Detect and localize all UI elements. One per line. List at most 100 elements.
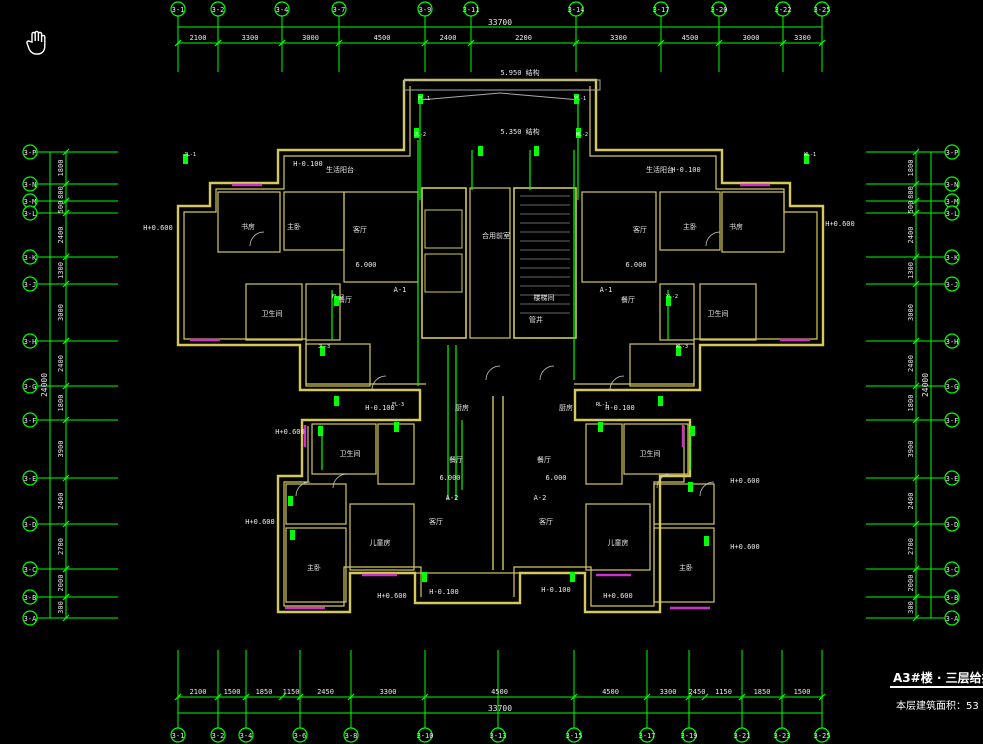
room-bath-ur <box>659 283 695 341</box>
room-master-ul <box>217 191 281 253</box>
bottom-dim-tick-8 <box>643 693 651 701</box>
left-dim-tick-11 <box>62 565 70 573</box>
pipe-label-9: WL-3 <box>676 344 688 350</box>
level-label-10: H+0.600 <box>377 592 407 600</box>
pipe-tag-marker-7 <box>534 146 539 156</box>
left-dim-tick-6 <box>62 337 70 345</box>
left-axis-column: 3-P3-N3-M3-L3-K3-J3-H3-G3-F3-E3-D3-C3-B3… <box>22 144 118 626</box>
bottom-dim-text-7: 4500 <box>602 688 619 696</box>
top-dim-tick-9 <box>779 39 787 47</box>
right-dim-text-1: 800 <box>907 186 915 199</box>
bottom-dim-tick-2 <box>242 693 250 701</box>
right-dim-tick-5 <box>912 280 920 288</box>
left-dim-tick-12 <box>62 593 70 601</box>
right-dim-text-4: 1300 <box>907 262 915 279</box>
pipe-tag-marker-8 <box>334 296 339 306</box>
room-bath-lr <box>653 483 715 525</box>
room-label-8: 厨房 <box>455 403 469 412</box>
top-dim-text-6: 3300 <box>610 34 627 42</box>
bottom-dim-tick-9 <box>685 693 693 701</box>
left-dim-tick-2 <box>62 197 70 205</box>
inner-wall-left-bot <box>283 426 422 607</box>
unit-tag-3: A-2 <box>534 494 547 502</box>
bottom-axis-12-label: 3-25 <box>814 732 831 740</box>
level-label-2: H-0.100 <box>293 160 323 168</box>
room-label-26: 管井 <box>529 315 543 324</box>
bottom-dim-text-6: 4500 <box>491 688 508 696</box>
elevator-car-1 <box>424 209 463 249</box>
pipe-tag-marker-19 <box>688 482 693 492</box>
bottom-axis-3-label: 3-6 <box>294 732 307 740</box>
room-child-lr <box>585 503 651 571</box>
level-label-9: H+0.600 <box>730 543 760 551</box>
top-axis-6-label: 3-14 <box>568 6 585 14</box>
room-label-16: 餐厅 <box>449 455 463 464</box>
door-arc-1 <box>705 231 721 247</box>
room-label-12: 卫生间 <box>340 449 361 458</box>
level-label-6: H+0.600 <box>275 428 305 436</box>
level-label-7: H+0.600 <box>730 477 760 485</box>
right-axis-7-label: 3-G <box>946 383 959 391</box>
right-axis-5-label: 3-J <box>946 281 959 289</box>
left-dim-text-10: 2700 <box>57 538 65 555</box>
room-label-3: 餐厅 <box>621 295 635 304</box>
left-dim-text-6: 2400 <box>57 355 65 372</box>
bottom-dim-tick-6 <box>421 693 429 701</box>
room-label-4: 书房 <box>241 222 255 231</box>
top-axis-2-label: 3-4 <box>276 6 289 14</box>
bottom-dim-tick-0 <box>174 693 182 701</box>
right-dim-tick-6 <box>912 337 920 345</box>
pipe-tag-marker-17 <box>690 426 695 436</box>
room-label-0: 客厅 <box>353 225 367 234</box>
room-kitchen-ul <box>245 283 303 341</box>
right-dim-text-7: 1800 <box>907 395 915 412</box>
left-dim-text-0: 1800 <box>57 160 65 177</box>
bottom-axis-5-label: 3-10 <box>417 732 434 740</box>
level-label-3: H-0.100 <box>671 166 701 174</box>
right-dim-text-6: 2400 <box>907 355 915 372</box>
room-bath2-ur <box>629 343 695 387</box>
left-dim-text-5: 3000 <box>57 304 65 321</box>
door-arc-6 <box>371 375 387 391</box>
right-dim-text-9: 2400 <box>907 493 915 510</box>
right-axis-column: 3-P3-N3-M3-L3-K3-J3-H3-G3-F3-E3-D3-C3-B3… <box>866 144 960 626</box>
bottom-axis-6-label: 3-13 <box>490 732 507 740</box>
left-dim-text-11: 2000 <box>57 575 65 592</box>
pipe-label-6: FL-2 <box>332 294 344 300</box>
left-dim-tick-13 <box>62 614 70 622</box>
room-bath-ll <box>285 483 347 525</box>
pipe-tag-marker-21 <box>704 536 709 546</box>
right-axis-2-label: 3-M <box>946 198 959 206</box>
room-child-ll <box>349 503 415 571</box>
unit-tag-0: A-1 <box>394 286 407 294</box>
bottom-dim-tick-5 <box>347 693 355 701</box>
pipe-tag-marker-23 <box>570 572 575 582</box>
left-dim-text-12: 300 <box>57 601 65 614</box>
left-axis-4-label: 3-K <box>24 254 37 262</box>
bottom-dim-tick-10 <box>701 693 709 701</box>
left-dim-text-8: 3900 <box>57 441 65 458</box>
right-axis-1-label: 3-N <box>946 181 959 189</box>
door-arc-3 <box>656 473 672 489</box>
pipe-tag-marker-16 <box>318 426 323 436</box>
room-label-20: 主卧 <box>307 563 321 572</box>
right-dim-tick-0 <box>912 148 920 156</box>
bottom-dim-text-2: 1850 <box>256 688 273 696</box>
right-dim-tick-9 <box>912 474 920 482</box>
pipe-label-0: JL-1 <box>184 152 196 158</box>
room-label-23: 生活阳台 <box>326 165 354 174</box>
top-dim-tick-8 <box>715 39 723 47</box>
top-axis-1-label: 3-2 <box>212 6 225 14</box>
right-dim-text-11: 2000 <box>907 575 915 592</box>
room-labels: 客厅客厅餐厅餐厅书房书房主卧主卧厨房厨房卫生间卫生间卫生间卫生间客厅客厅餐厅餐厅… <box>143 68 855 600</box>
top-axis-0-label: 3-1 <box>172 6 185 14</box>
pipe-label-11: RL-1 <box>596 402 608 408</box>
pipe-tag-marker-20 <box>290 530 295 540</box>
left-dim-text-2: 500 <box>57 201 65 214</box>
right-dim-text-8: 3900 <box>907 441 915 458</box>
top-dim-tick-5 <box>467 39 475 47</box>
level-label-4: H+0.600 <box>143 224 173 232</box>
